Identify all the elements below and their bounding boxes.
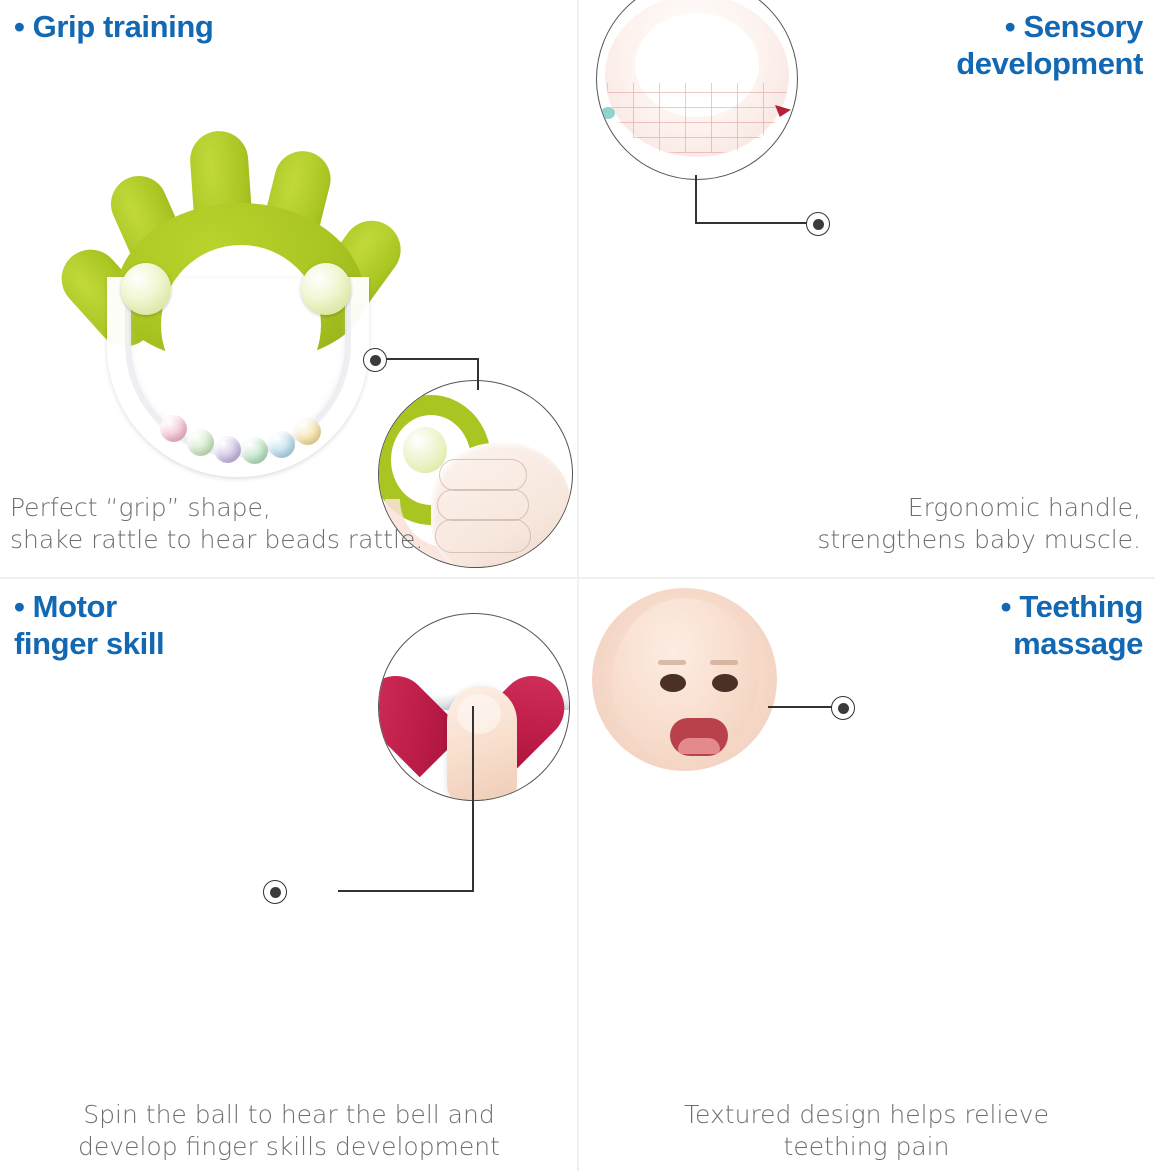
panel-sensory-development: • Sensory development [578, 0, 1155, 578]
callout-leader-line [695, 222, 808, 224]
baby-eyebrow [658, 660, 686, 665]
baby-face [612, 598, 758, 761]
callout-leader-line [383, 358, 478, 360]
bead-knob-right [301, 263, 351, 315]
baby-eye [712, 674, 738, 692]
callout-leader-line [695, 175, 697, 223]
panel-heading-motor-finger-skill: • Motor finger skill [14, 589, 165, 661]
panel-motor-finger-skill: • Motor finger skill [0, 578, 578, 1171]
baby-eyebrow [710, 660, 738, 665]
panel-heading-sensory-development: • Sensory development [956, 9, 1143, 81]
callout-hand-gripping-teether [378, 380, 573, 568]
rattle-bead [268, 431, 295, 458]
callout-leader-line [477, 358, 479, 390]
callout-anchor-dot-sensory [806, 212, 830, 236]
panel-caption-grip-training: Perfect “grip” shape, shake rattle to he… [10, 493, 424, 554]
rattle-bead [294, 418, 321, 445]
baby-eye [660, 674, 686, 692]
horizontal-divider [0, 577, 1155, 579]
rattle-bead [241, 437, 268, 464]
panel-grip-training: • Grip training [0, 0, 578, 578]
callout-leader-line [472, 706, 474, 892]
callout-textured-ring-surface [596, 0, 798, 180]
panel-caption-teething-massage: Textured design helps relieve teething p… [684, 1100, 1049, 1161]
green-crown-teether-rattle [45, 95, 435, 477]
panel-heading-grip-training: • Grip training [14, 9, 214, 44]
callout-anchor-dot-teething [831, 696, 855, 720]
panel-heading-teething-massage: • Teething massage [1000, 589, 1144, 661]
smiling-baby-photo [592, 588, 777, 771]
panel-caption-motor-finger-skill: Spin the ball to hear the bell and devel… [78, 1100, 500, 1161]
callout-leader-line [338, 890, 474, 892]
callout-finger-spinning-heart [378, 613, 570, 801]
panel-teething-massage: • Teething massage [578, 578, 1155, 1171]
callout-leader-line [768, 706, 838, 708]
rattle-bead [214, 436, 241, 463]
callout-anchor-dot-motor [263, 880, 287, 904]
panel-caption-sensory-development: Ergonomic handle, strengthens baby muscl… [817, 493, 1141, 554]
baby-mouth [670, 718, 728, 756]
rattle-bead [160, 415, 187, 442]
vertical-divider [577, 0, 579, 1171]
rattle-bead [187, 429, 214, 456]
callout-anchor-dot-grip [363, 348, 387, 372]
bead-knob-left [121, 263, 171, 315]
